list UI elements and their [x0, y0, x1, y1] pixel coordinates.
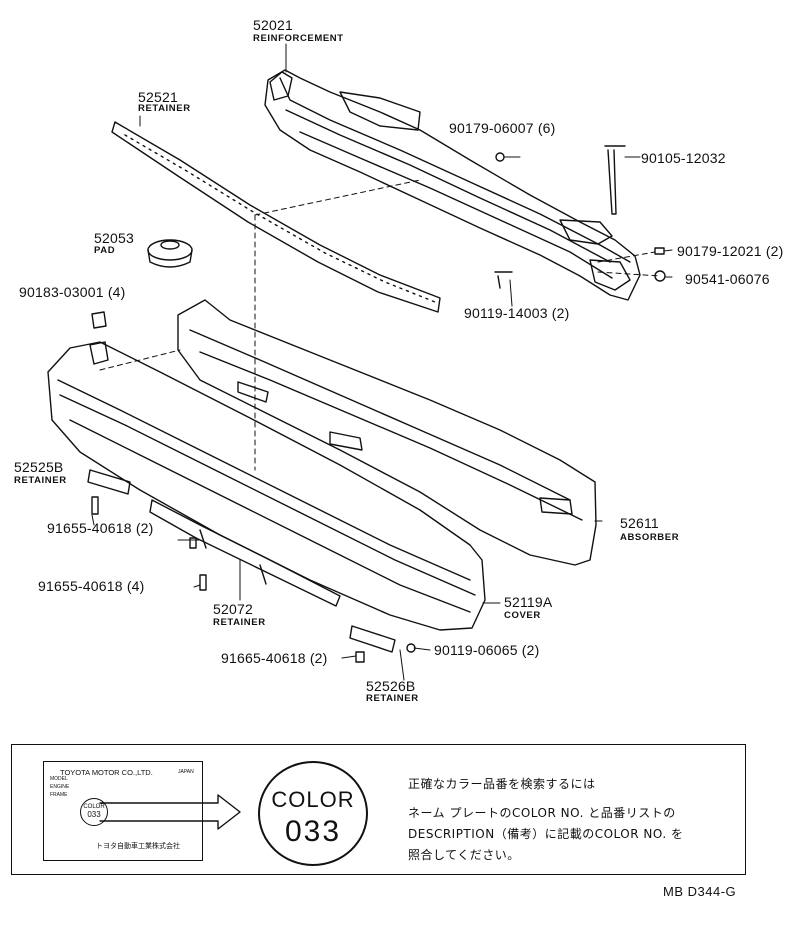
part-name-reinforcement: REINFORCEMENT: [253, 33, 344, 44]
part-name-absorber: ABSORBER: [620, 532, 680, 543]
note-text-line-4: 照合してください。: [408, 848, 520, 862]
part-number-retainer-52525b: 52525B: [14, 459, 64, 475]
cover-part: [47, 341, 486, 631]
part-number-clip: 90183-03001 (4): [19, 284, 126, 300]
reinforcement-part: [264, 69, 641, 301]
color-arrow: [99, 794, 241, 830]
clip-part: [91, 311, 107, 329]
retainer-52526b-part: [349, 625, 396, 653]
part-name-retainer-52525b: RETAINER: [14, 475, 67, 486]
pad-part: [147, 239, 193, 268]
part-name-retainer-52072: RETAINER: [213, 617, 266, 628]
part-number-absorber: 52611: [620, 515, 659, 531]
assembly-lines: [99, 179, 661, 471]
name-plate: TOYOTA MOTOR CO.,LTD. JAPAN MODEL ENGINE…: [43, 761, 203, 861]
note-text-line-3: DESCRIPTION（備考）に記載のCOLOR NO. を: [408, 827, 684, 841]
part-number-retainer-52526b: 52526B: [366, 678, 416, 694]
plate-color-label: COLOR: [83, 804, 105, 810]
plate-color-circle: COLOR 033: [80, 798, 108, 826]
plate-color-code: 033: [87, 810, 101, 819]
part-number-retainer-52072: 52072: [213, 601, 253, 617]
part-name-pad: PAD: [94, 245, 116, 256]
fasteners: [91, 145, 666, 663]
color-label: COLOR: [271, 787, 355, 812]
part-number-nut-90179-12021: 90179-12021 (2): [677, 243, 784, 259]
note-text-line-2: ネーム プレートのCOLOR NO. と品番リストの: [408, 806, 676, 820]
color-code-circle: COLOR 033: [258, 761, 368, 866]
part-number-nut-90541: 90541-06076: [685, 271, 770, 287]
part-number-screw-91665: 91665-40618 (2): [221, 650, 328, 666]
part-name-cover: COVER: [504, 610, 541, 621]
absorber-part: [177, 299, 597, 566]
part-number-pad: 52053: [94, 230, 134, 246]
color-code: 033: [284, 815, 342, 848]
part-number-nut-90179-06007: 90179-06007 (6): [449, 120, 556, 136]
part-name-retainer-top: RETAINER: [138, 103, 191, 114]
plate-maker: トヨタ自動車工業株式会社: [96, 843, 180, 850]
note-text-line-1: 正確なカラー品番を検索するには: [408, 777, 596, 791]
plate-line-model: MODEL: [50, 776, 68, 782]
part-number-screw-91655-b: 91655-40618 (4): [38, 578, 145, 594]
leader-lines: [91, 43, 673, 681]
part-number-bolt-90119-14003: 90119-14003 (2): [464, 305, 570, 321]
part-number-bolt-90105: 90105-12032: [641, 150, 726, 166]
part-number-bolt-90119-06065: 90119-06065 (2): [434, 642, 540, 658]
retainer-strip-part: [111, 121, 441, 313]
plate-line-frame: FRAME: [50, 792, 68, 798]
retainer-52525b-part: [87, 469, 131, 495]
lower-retainer-part: [149, 499, 341, 607]
part-number-retainer-top: 52521: [138, 89, 178, 105]
part-number-reinforcement: 52021: [253, 17, 293, 33]
color-note-box: [11, 744, 746, 875]
plate-line-engine: ENGINE: [50, 784, 70, 790]
part-number-cover: 52119A: [504, 594, 553, 610]
diagram-code: MB D344-G: [663, 884, 737, 899]
part-number-screw-91655-a: 91655-40618 (2): [47, 520, 154, 536]
plate-header: TOYOTA MOTOR CO.,LTD.: [60, 768, 153, 777]
part-name-retainer-52526b: RETAINER: [366, 693, 419, 704]
plate-country: JAPAN: [178, 769, 194, 775]
